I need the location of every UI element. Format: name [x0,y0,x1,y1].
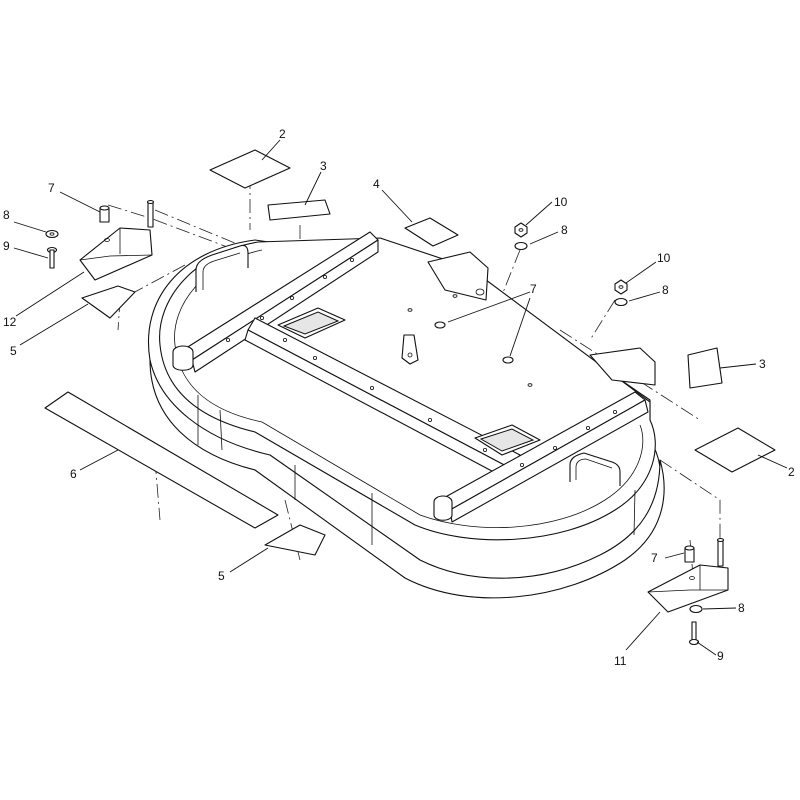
washer-8-upper [514,241,528,251]
bracket-11 [647,537,729,613]
washer-8-right [689,604,703,614]
deflector-5-left [81,285,136,319]
callout-2-top: 2 [279,127,286,141]
mower-deck [148,231,665,599]
callout-3-right: 3 [759,357,766,371]
washer-8-left [45,229,59,239]
spacer-7-right [684,545,695,563]
callout-6: 6 [70,467,77,481]
callout-8-left: 8 [3,208,10,222]
callout-5-bottom: 5 [218,569,225,583]
leader-lines [13,139,788,656]
callout-10-upper: 10 [554,195,568,209]
bolt-9-left [46,246,58,269]
baffle-6 [44,391,279,529]
callout-10-lower: 10 [657,251,671,265]
nut-10-upper [514,222,528,238]
decal-4 [404,217,459,247]
loose-parts [44,149,776,646]
callout-7-right: 7 [651,551,658,565]
decal-3-right [687,347,723,389]
callout-8-lower: 8 [662,283,669,297]
washer-8-lower [614,297,628,307]
callout-numbers: 2 3 4 10 8 7 8 9 12 5 10 8 7 3 6 2 7 5 8… [3,127,795,668]
callout-9-left: 9 [3,239,10,253]
callout-4: 4 [373,177,380,191]
callout-11: 11 [614,654,627,668]
deflector-5-bottom [264,524,326,556]
decal-2-top [209,149,291,189]
callout-5-left: 5 [10,344,17,358]
bracket-12 [79,199,155,281]
callout-9-right: 9 [717,649,724,663]
decal-3-top [267,199,331,221]
bolt-9-right [688,621,700,646]
channel-holes [225,257,618,467]
callout-8-right: 8 [738,601,745,615]
callout-3-top: 3 [320,159,327,173]
callout-2-right: 2 [788,465,795,479]
callout-12: 12 [3,315,17,329]
spacer-7-left [99,205,110,223]
callout-7-center: 7 [530,282,537,296]
callout-7-left: 7 [48,181,55,195]
nut-10-lower [614,279,628,295]
callout-8-upper: 8 [561,223,568,237]
decal-2-right [694,427,776,473]
